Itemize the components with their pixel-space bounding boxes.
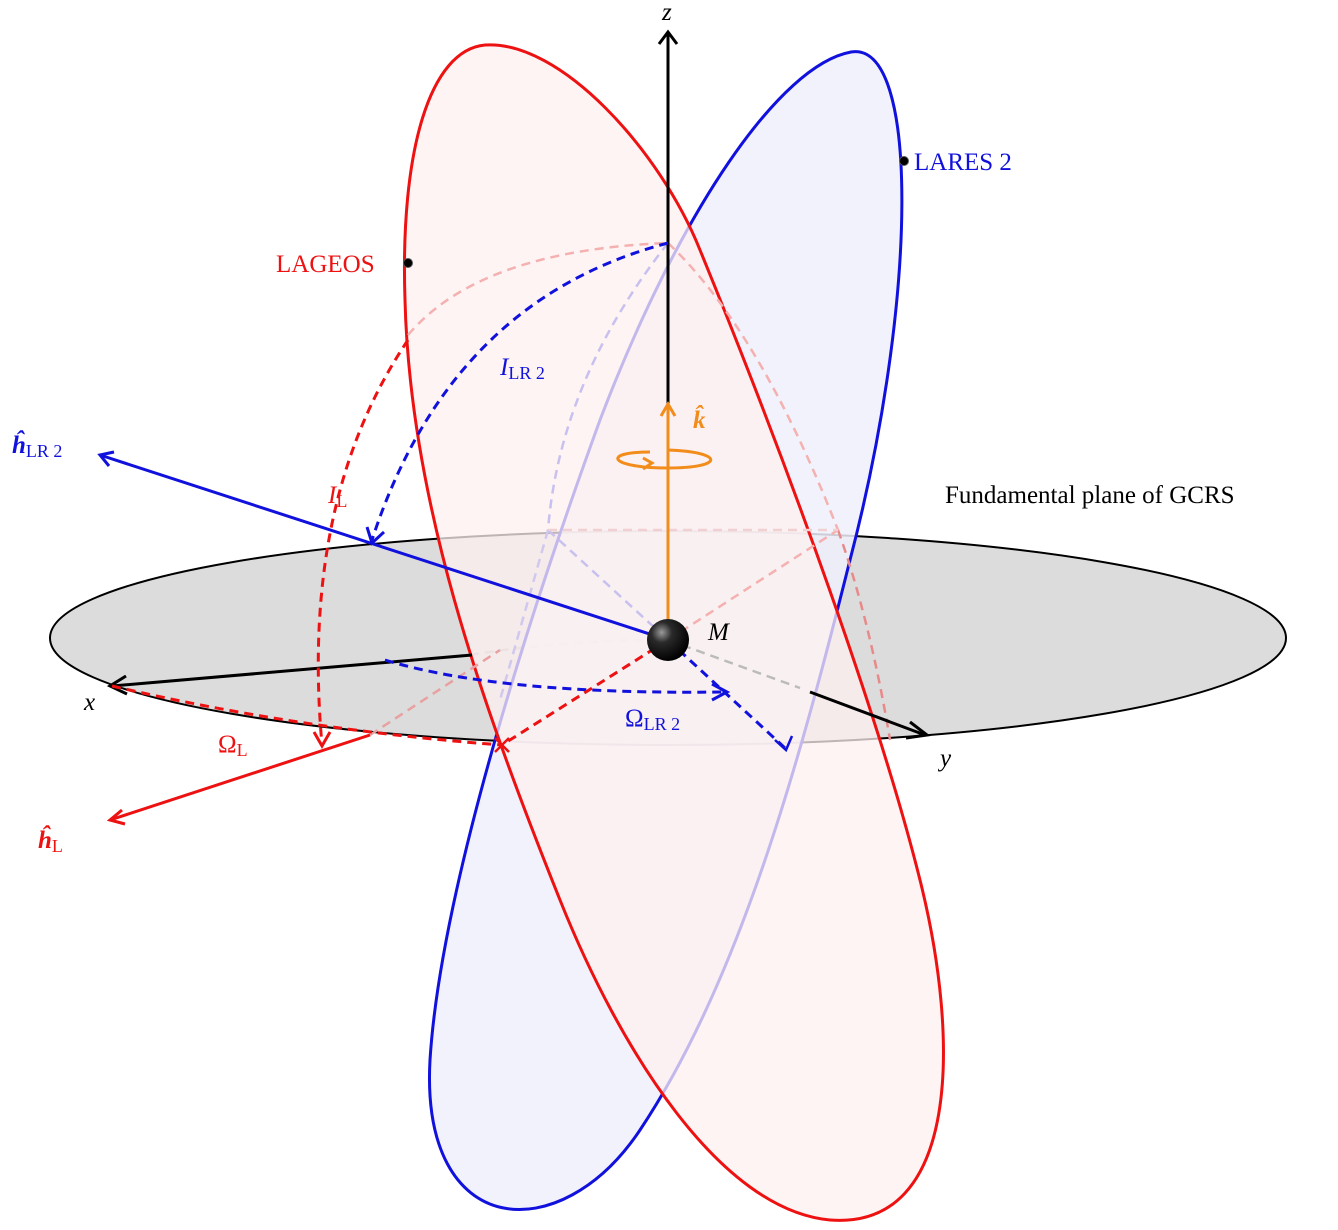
- k-hat-label: k̂: [693, 405, 706, 434]
- lageos-satellite-dot: [403, 258, 413, 268]
- h-lr2-label: ĥLR 2: [12, 430, 62, 461]
- node-lines: [111, 638, 787, 750]
- i-lr2-main: I: [499, 354, 510, 381]
- fundamental-plane-label: Fundamental plane of GCRS: [945, 482, 1235, 509]
- h-lr2-main: ĥ: [12, 430, 26, 459]
- omega-l-sub: L: [237, 740, 248, 760]
- i-l-sub: L: [336, 491, 347, 511]
- omega-lr2-sub: LR 2: [644, 714, 681, 734]
- omega-lr2-label: ΩLR 2: [625, 705, 680, 734]
- x-axis: [106, 653, 473, 696]
- central-mass-label: M: [707, 619, 730, 646]
- omega-l-main: Ω: [218, 731, 237, 758]
- i-l-label: IL: [327, 482, 347, 511]
- guide-arcs: [369, 241, 892, 741]
- y-axis-label: y: [937, 745, 952, 772]
- i-l-main: I: [327, 482, 338, 509]
- central-mass-sphere: [647, 619, 689, 661]
- i-lr2-label: ILR 2: [499, 354, 545, 383]
- h-l-label: ĥL: [38, 825, 63, 856]
- i-lr2-sub: LR 2: [508, 363, 545, 383]
- omega-lr2-main: Ω: [625, 705, 644, 732]
- h-l-sub: L: [52, 836, 63, 856]
- omega-l-label: ΩL: [218, 731, 248, 760]
- h-lr2-vector: [97, 450, 669, 642]
- h-l-main: ĥ: [38, 825, 52, 854]
- z-axis-label: z: [661, 0, 672, 26]
- node-markers: [494, 735, 794, 753]
- y-axis: [809, 690, 931, 740]
- inclination-l-arc: [312, 339, 410, 750]
- lares2-label: LARES 2: [914, 149, 1012, 176]
- lares2-satellite-dot: [899, 156, 909, 166]
- k-hat-vector: [616, 401, 713, 640]
- lageos-label: LAGEOS: [276, 251, 375, 278]
- h-l-vector: [106, 733, 371, 826]
- h-lr2-sub: LR 2: [26, 441, 63, 461]
- x-axis-label: x: [83, 689, 95, 716]
